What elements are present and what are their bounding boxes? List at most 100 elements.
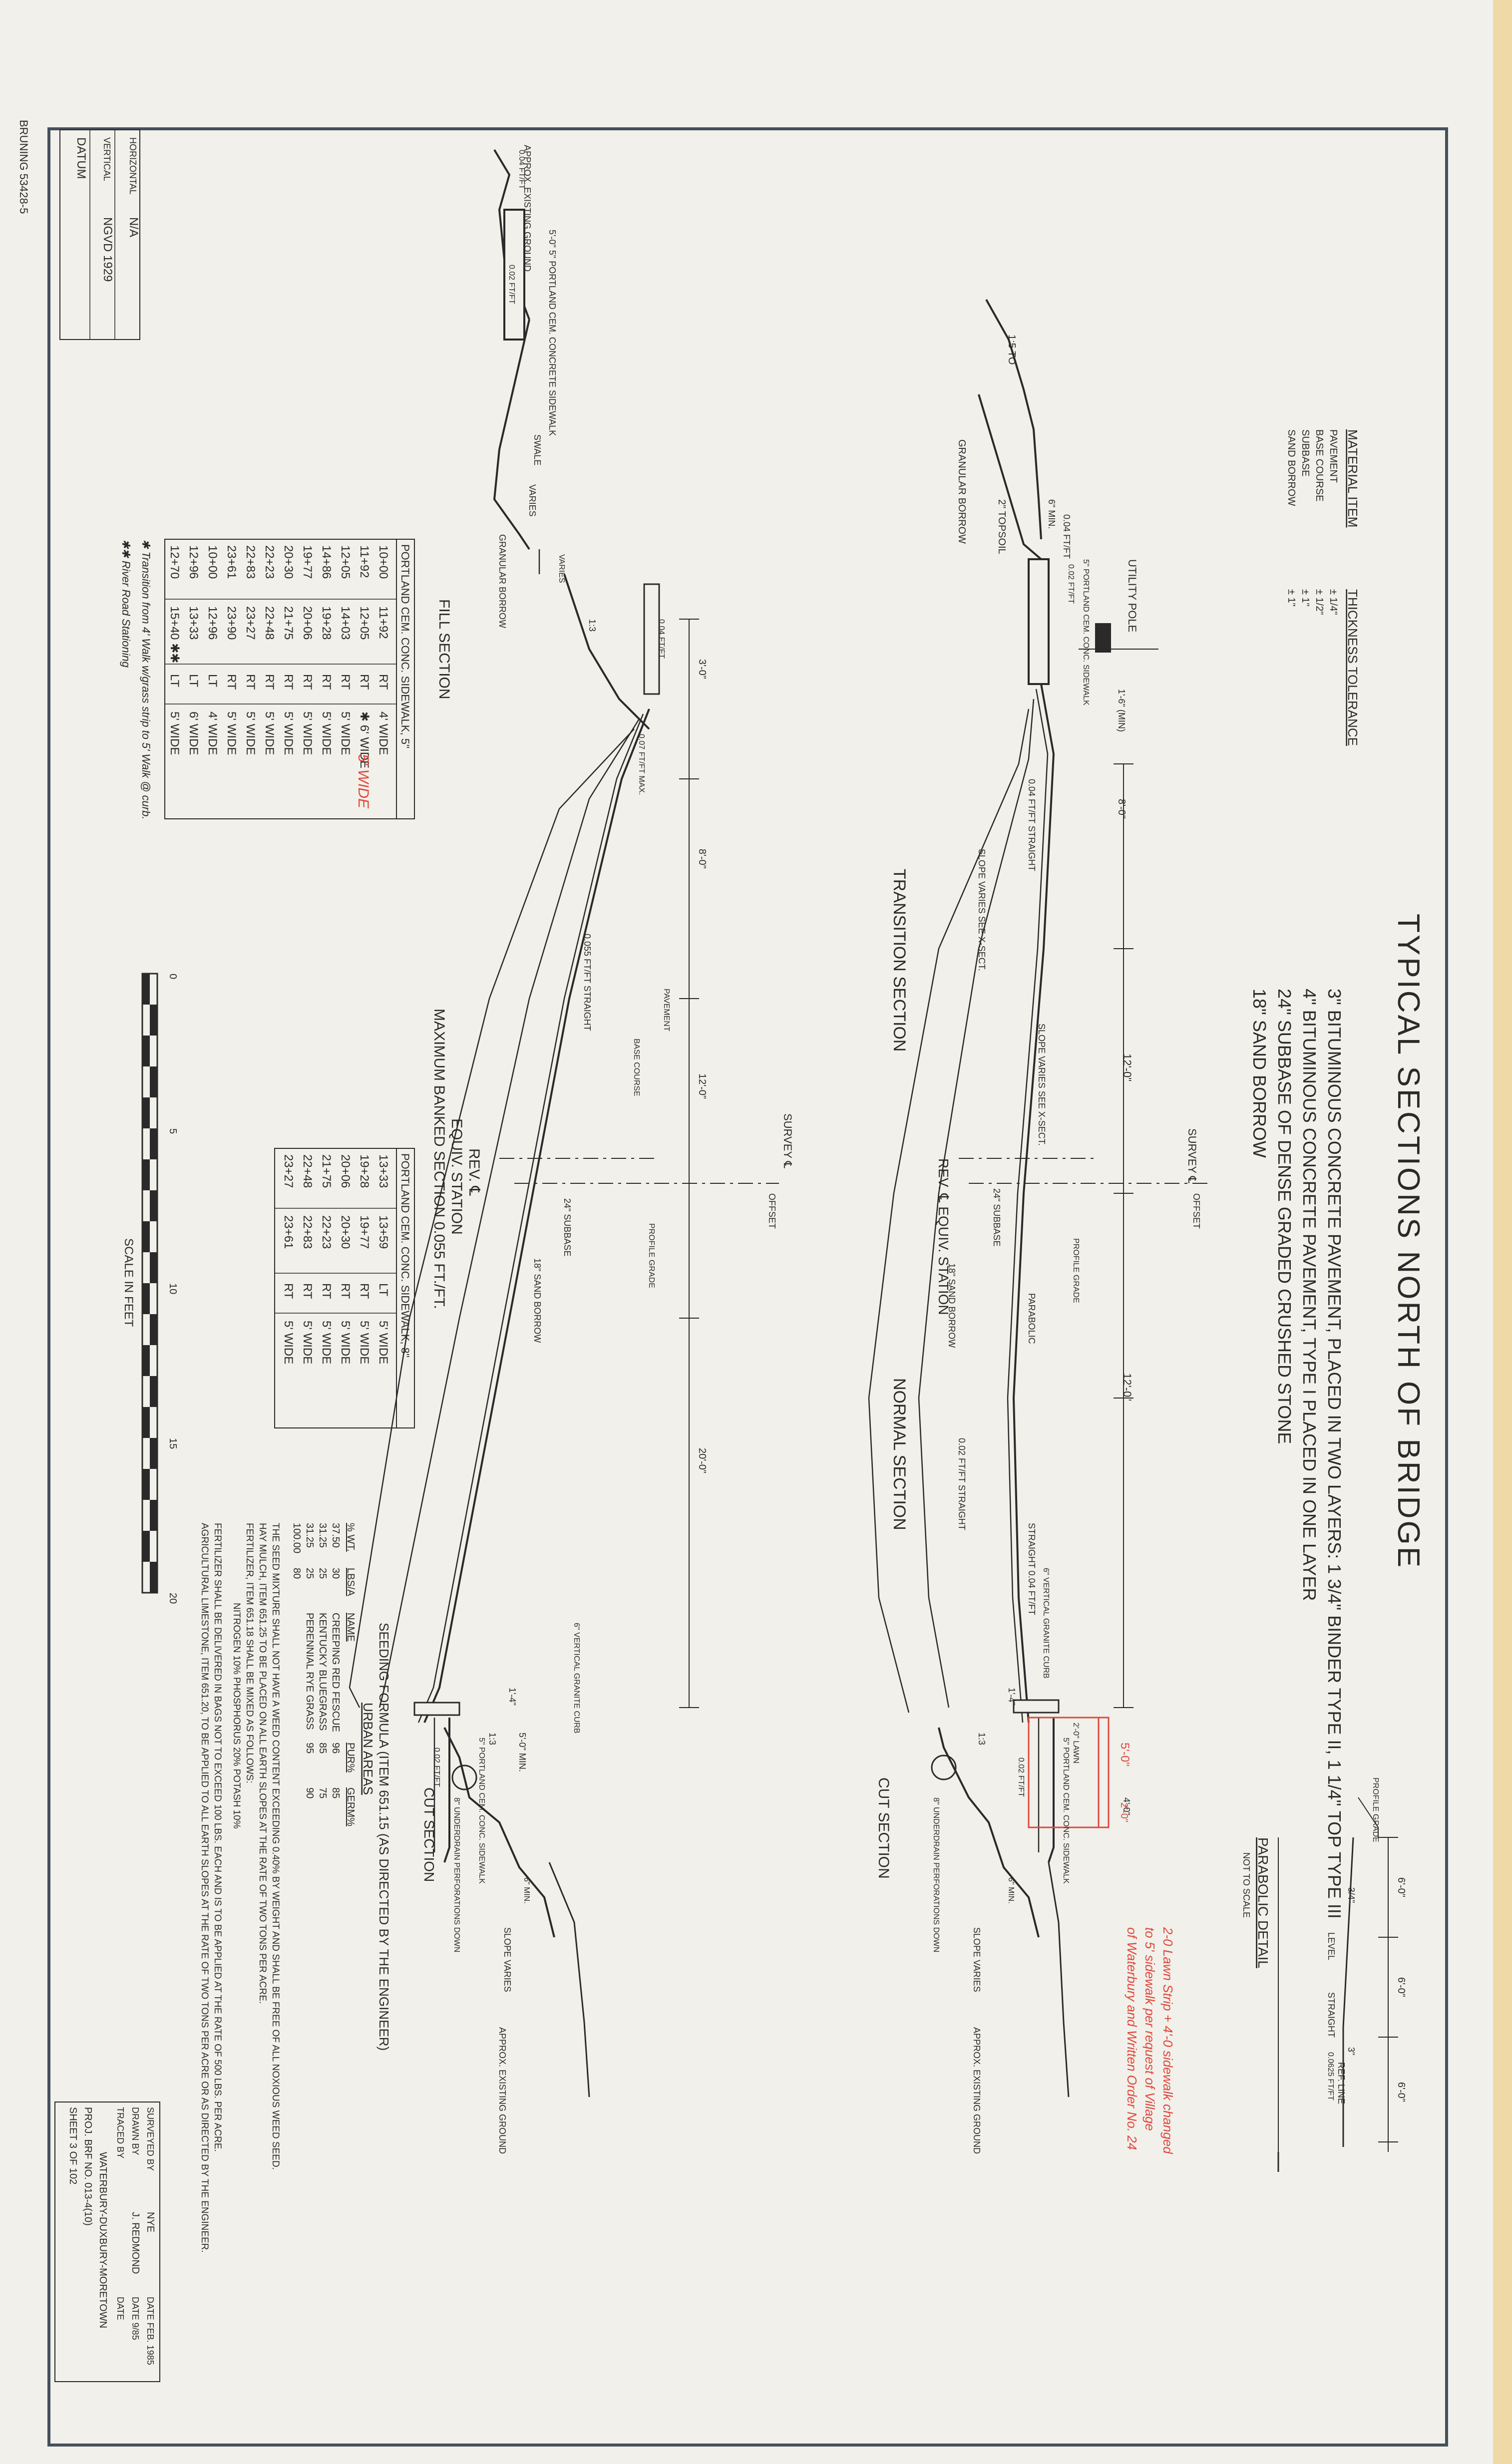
transition-label-5: 0.04 FT/FT	[1062, 514, 1072, 559]
seed-h-name: NAME	[345, 1613, 356, 1642]
fill-label-26: 5'-0" MIN.	[517, 1733, 527, 1772]
sw8-r4-c1: 21+75	[320, 1154, 333, 1188]
sidewalk8-title: PORTLAND CEM. CONC. SIDEWALK, 8"	[399, 1153, 411, 1358]
red-markup-line-1: 2-0 Lawn Strip + 4'-0 sidewalk changed	[1160, 1927, 1175, 2154]
scale-segment	[142, 1345, 150, 1376]
sw8-r4-c4: 5' WIDE	[320, 1321, 333, 1364]
fill-label-9: 1:3	[587, 619, 597, 632]
seeding-para-2: HAY MULCH, ITEM 651.25 TO BE PLACED ON A…	[257, 1523, 268, 2004]
seed-r1-germ: 85	[330, 1787, 341, 1798]
sw5-r11-c4: 6' WIDE	[187, 711, 200, 755]
fill-label-21: SURVEY ℄	[781, 1113, 794, 1169]
seed-h-germ: GERM%	[345, 1787, 356, 1826]
sw5-r10-c3: LT	[206, 674, 219, 688]
tb-surveyed-date: DATE FEB. 1985	[145, 2297, 155, 2365]
scale-segment	[142, 1097, 150, 1128]
tolerance-row-1-value: ± 1/4"	[1328, 589, 1339, 615]
sw5-r9-c4: 5' WIDE	[225, 711, 238, 755]
sw8-r3-c4: 5' WIDE	[339, 1321, 352, 1364]
parabolic-label-7: STRAIGHT	[1326, 1992, 1336, 2038]
tolerance-row-2-value: ± 1/2"	[1314, 589, 1325, 615]
sw8-r3-c2: 20+30	[339, 1215, 352, 1249]
sw5-r11-c1: 12+96	[187, 545, 200, 579]
scale-segment	[150, 1252, 157, 1283]
red-markup-dim-1-group: 5'-0"	[1118, 1743, 1132, 1766]
sw8-r2-c3: RT	[358, 1283, 371, 1299]
sw5-r9-c2: 23+90	[225, 606, 238, 640]
datum-vertical-value: NGVD 1929	[101, 217, 114, 282]
seeding-para-5: FERTILIZER SHALL BE DELIVERED IN BAGS NO…	[212, 1523, 223, 2152]
sw8-r6-c1: 23+27	[282, 1154, 295, 1188]
normal-label-parabolic: PARABOLIC	[1027, 1293, 1037, 1344]
fill-label-32: SLOPE VARIES	[502, 1927, 512, 1992]
sw5-r5-c2: 20+06	[301, 606, 314, 640]
fill-label-17: BASE COURSE	[632, 1039, 641, 1096]
fill-label-7: GRANULAR BORROW	[497, 534, 507, 628]
scale-segment	[150, 1562, 157, 1593]
scale-tick-10: 10	[167, 1283, 178, 1294]
seed-h-lbs: LBS/A	[345, 1568, 356, 1596]
parabolic-label-3: 6'-0"	[1396, 2082, 1407, 2102]
seed-r1-wt: 37.50	[330, 1523, 341, 1548]
tb-project: WATERBURY-DUXBURY-MORETOWN	[97, 2152, 108, 2328]
fill-bank-label: MAXIMUM BANKED SECTION 0.055 FT./FT.	[431, 1009, 447, 1309]
seeding-formula: SEEDING FORMULA (ITEM 651.15 (AS DIRECTE…	[199, 1523, 391, 2253]
scale-tick-0: 0	[167, 974, 178, 979]
parabolic-label-6: LEVEL	[1326, 1932, 1336, 1960]
sw8-r6-c2: 23+61	[282, 1215, 295, 1249]
title-block: SURVEYED BY NYE DATE FEB. 1985 DRAWN BY …	[54, 2102, 160, 2382]
sw8-r5-c4: 5' WIDE	[301, 1321, 314, 1364]
seed-r2-wt: 31.25	[317, 1523, 328, 1548]
seeding-para-6: AGRICULTURAL LIMESTONE, ITEM 651.20, TO …	[199, 1523, 210, 2253]
datum-horizontal-value: N/A	[127, 217, 140, 237]
normal-section-title: NORMAL SECTION	[890, 1378, 909, 1530]
datum-label: DATUM	[74, 137, 88, 179]
sidewalk5-title: PORTLAND CEM. CONC. SIDEWALK, 5"	[399, 544, 411, 748]
sw5-r4-c4: 5' WIDE	[320, 711, 333, 755]
scale-segment	[142, 1376, 150, 1407]
scale-bar: 0 5 10 15 20 SCALE IN FEET	[122, 973, 178, 1604]
parabolic-label-9: 0.0625 FT/FT	[1326, 2052, 1335, 2101]
sw5-r12-c4: 5' WIDE	[168, 711, 181, 755]
scale-segment	[142, 1159, 150, 1190]
datum-horizontal-label: HORIZONTAL	[128, 137, 138, 195]
fill-label-33: APPROX. EXISTING GROUND	[497, 2027, 507, 2154]
sheet-title-group: TYPICAL SECTIONS NORTH OF BRIDGE	[1391, 914, 1426, 1569]
sw5-r6-c3: RT	[282, 674, 295, 690]
sw5-r8-c2: 23+27	[244, 606, 257, 640]
scale-segment	[150, 1190, 157, 1221]
scale-segment	[150, 1500, 157, 1531]
seed-r4-wt: 100.00	[291, 1523, 302, 1553]
scale-segment	[150, 1159, 157, 1190]
normal-label-survey: SURVEY ℄	[1186, 1128, 1198, 1184]
tb-drawn-label: DRAWN BY	[130, 2107, 140, 2155]
scale-segment	[142, 974, 150, 1005]
seed-r1-pur: 96	[330, 1743, 341, 1754]
parabolic-label-1: 6'-0"	[1396, 1877, 1407, 1897]
pavement-note-4: 18" SAND BORROW	[1249, 989, 1270, 1158]
pavement-note-2: 4" BITUMINOUS CONCRETE PAVEMENT, TYPE I …	[1299, 989, 1320, 1601]
pavement-notes: 3" BITUMINOUS CONCRETE PAVEMENT, PLACED …	[1249, 989, 1345, 1919]
normal-label-profile: PROFILE GRADE	[1072, 1238, 1080, 1303]
seeding-para-3: FERTILIZER, ITEM 651.18 SHALL BE MIXED A…	[244, 1523, 255, 1783]
sw8-r5-c3: RT	[301, 1283, 314, 1299]
seeding-para-4: NITROGEN 10% PHOSPHORUS 20% POTASH 10%	[231, 1603, 242, 1829]
fill-section-labels: FILL SECTION APPROX. EXISTING GROUND 5'-…	[421, 145, 794, 2154]
fill-label-28: 1'-4"	[507, 1688, 517, 1706]
tb-proj-no: PROJ. BRF NO. 013-4(10)	[82, 2107, 93, 2226]
scale-segment	[150, 974, 157, 1005]
parabolic-detail	[1277, 1797, 1398, 2172]
stamp-text: BRUNING 53428-5	[17, 120, 30, 214]
red-markup-box	[1028, 1717, 1110, 1828]
scale-segment	[142, 1252, 150, 1283]
tb-surveyed-label: SURVEYED BY	[145, 2107, 155, 2171]
tb-traced-label: TRACED BY	[115, 2107, 125, 2158]
sw5-r8-c1: 22+83	[244, 545, 257, 579]
red-markup-line-2: to 5' sidewalk per request of Village	[1142, 1927, 1157, 2131]
red-markup-dim-2-group: 2'-0"	[1119, 1802, 1130, 1822]
transition-label-6: UTILITY POLE	[1126, 559, 1138, 632]
sw5-r2-c2: 12+05	[358, 606, 371, 640]
tb-sheet: SHEET 3 OF 102	[67, 2107, 78, 2184]
red-markup-dim-1: 5'-0"	[1118, 1743, 1132, 1766]
